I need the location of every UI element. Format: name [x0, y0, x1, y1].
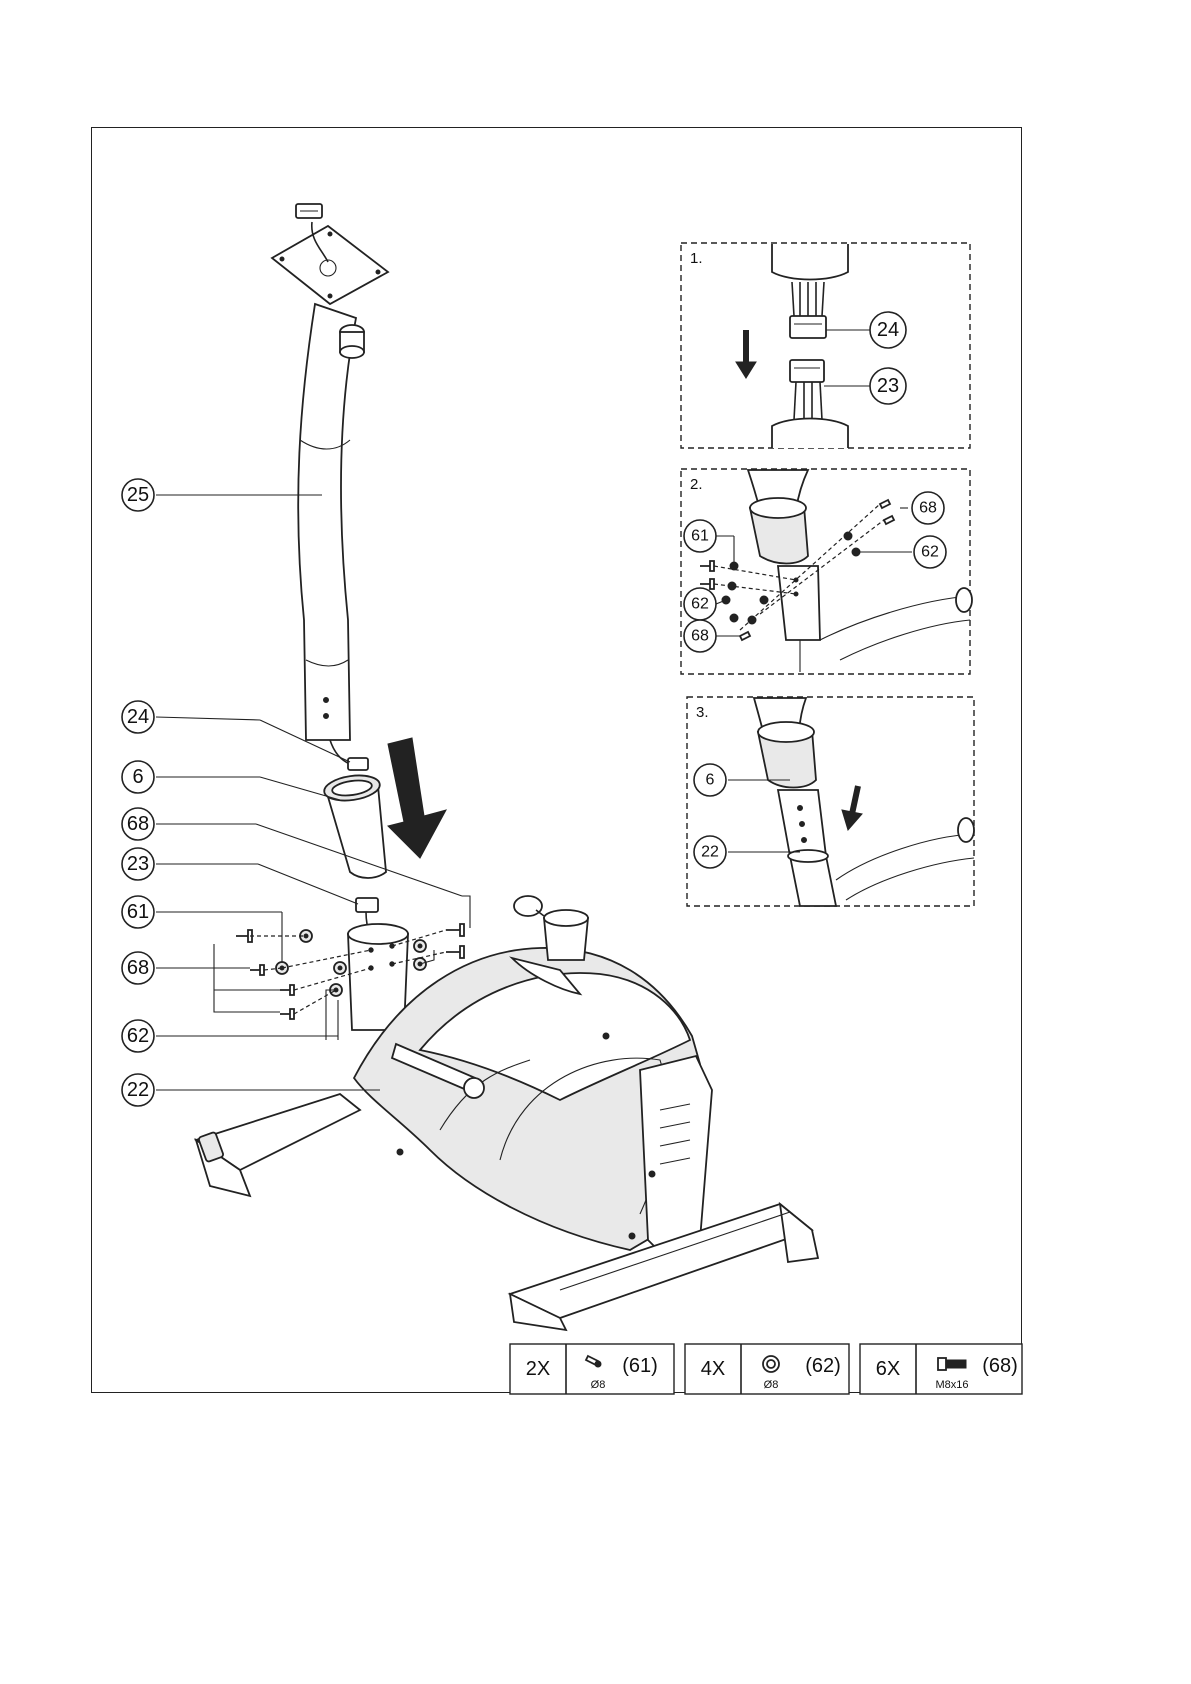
hardware-item-62: 4X (62) Ø8 — [685, 1344, 849, 1394]
svg-text:62: 62 — [127, 1025, 149, 1047]
svg-text:23: 23 — [127, 853, 149, 875]
callout-68: 68 — [122, 952, 154, 984]
svg-text:6: 6 — [706, 772, 715, 789]
inset-step-1: 1. 24 23 — [681, 243, 970, 448]
washer-icon — [763, 1356, 779, 1372]
svg-text:23: 23 — [877, 375, 899, 397]
inset1-step-label: 1. — [690, 250, 703, 267]
inset1-callout-24: 24 — [870, 312, 906, 348]
hardware-item-68: 6X (68) M8x16 — [860, 1344, 1022, 1394]
svg-text:6X: 6X — [876, 1358, 900, 1380]
console-mount-plate — [272, 204, 388, 304]
svg-text:68: 68 — [691, 628, 709, 645]
svg-text:22: 22 — [127, 1079, 149, 1101]
svg-text:24: 24 — [877, 319, 899, 341]
svg-text:M8x16: M8x16 — [935, 1379, 968, 1391]
hardware-table: 2X (61) Ø8 4X (62) Ø8 6X — [510, 1344, 1022, 1394]
svg-text:4X: 4X — [701, 1358, 725, 1380]
svg-text:Ø8: Ø8 — [591, 1379, 606, 1391]
callout-23: 23 — [122, 848, 154, 880]
inset2-callout-68-bottom: 68 — [684, 620, 716, 652]
callout-68-top: 68 — [122, 808, 154, 840]
inset1-callout-23: 23 — [870, 368, 906, 404]
inset-step-3: 3. 6 22 — [687, 697, 974, 906]
hardware-item-61: 2X (61) Ø8 — [510, 1344, 674, 1394]
inset3-step-label: 3. — [696, 704, 709, 721]
svg-text:24: 24 — [127, 706, 149, 728]
svg-text:Ø8: Ø8 — [764, 1379, 779, 1391]
inset2-callout-62-left: 62 — [684, 588, 716, 620]
svg-text:6: 6 — [132, 766, 143, 788]
svg-text:68: 68 — [919, 500, 937, 517]
svg-text:68: 68 — [127, 957, 149, 979]
svg-text:22: 22 — [701, 844, 719, 861]
svg-text:62: 62 — [691, 596, 709, 613]
post-cover — [323, 772, 386, 878]
callout-61: 61 — [122, 896, 154, 928]
callout-22: 22 — [122, 1074, 154, 1106]
svg-text:(62): (62) — [805, 1355, 841, 1377]
inset2-callout-61: 61 — [684, 520, 716, 552]
inset-step-2: 2. 68 61 62 62 68 — [681, 469, 972, 674]
svg-text:(68): (68) — [982, 1355, 1018, 1377]
svg-text:68: 68 — [127, 813, 149, 835]
inset2-callout-68-top: 68 — [912, 492, 944, 524]
callout-25: 25 — [122, 479, 154, 511]
inset3-callout-22: 22 — [694, 836, 726, 868]
svg-text:61: 61 — [691, 528, 709, 545]
svg-text:(61): (61) — [622, 1355, 658, 1377]
inset2-callout-62-right: 62 — [914, 536, 946, 568]
callout-24: 24 — [122, 701, 154, 733]
inset3-callout-6: 6 — [694, 764, 726, 796]
callout-62: 62 — [122, 1020, 154, 1052]
svg-text:2X: 2X — [526, 1358, 550, 1380]
svg-text:62: 62 — [921, 544, 939, 561]
callout-6: 6 — [122, 761, 154, 793]
svg-text:61: 61 — [127, 901, 149, 923]
screw-icon — [938, 1358, 966, 1370]
insert-direction-arrow — [388, 738, 446, 858]
bike-frame — [196, 896, 818, 1330]
svg-text:25: 25 — [127, 484, 149, 506]
inset2-step-label: 2. — [690, 476, 703, 493]
handlebar-post — [298, 304, 368, 770]
